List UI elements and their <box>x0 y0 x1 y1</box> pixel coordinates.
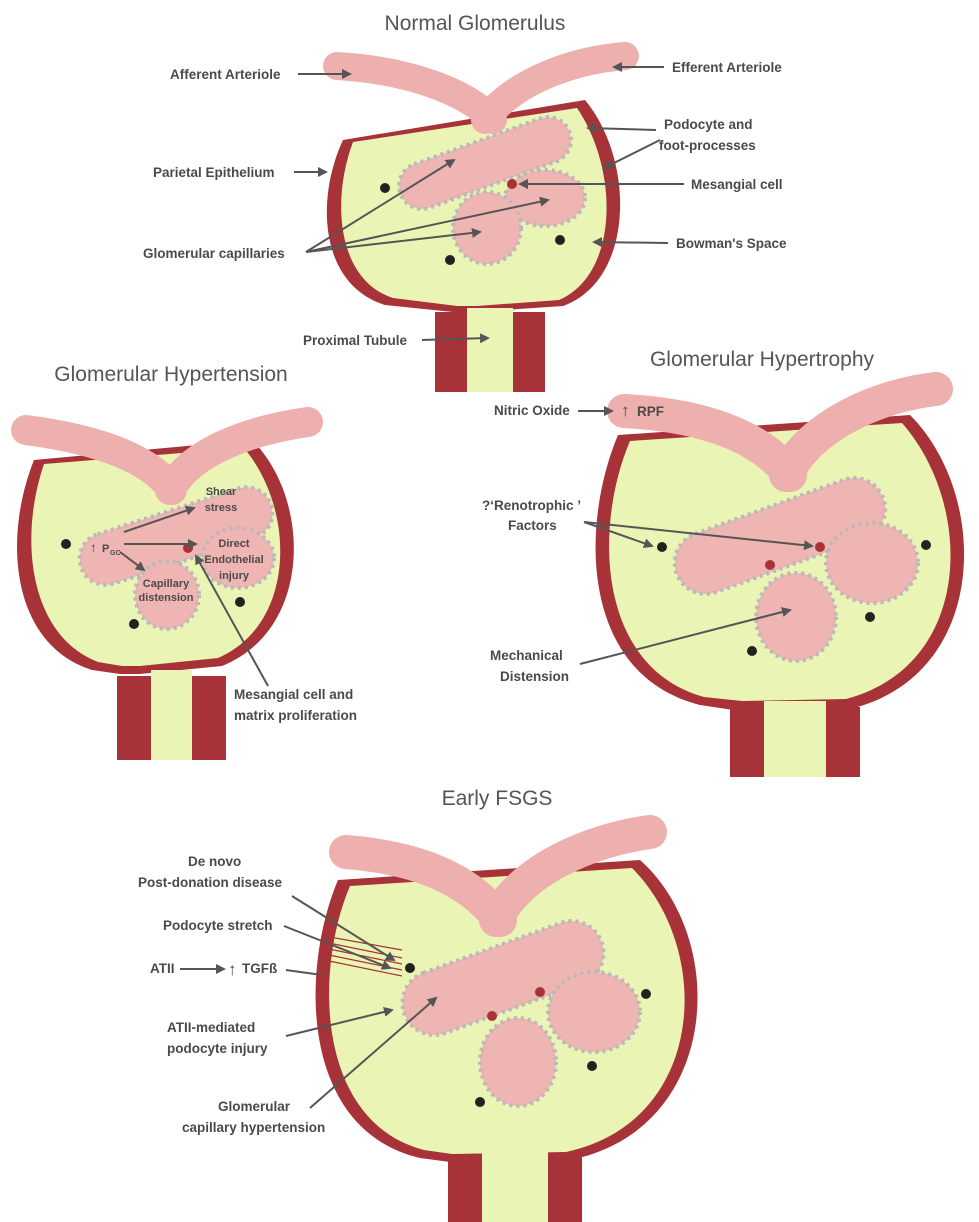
label-mesangial-prolif-1: Mesangial cell and <box>234 687 353 702</box>
panel-early-fsgs: Early FSGS De novo Post-donation disease… <box>138 787 698 1222</box>
label-atii: ATII <box>150 961 175 976</box>
label-podocyte-stretch: Podocyte stretch <box>163 918 273 933</box>
tubule-wall-left <box>435 312 467 392</box>
capillary-loop <box>453 192 521 264</box>
label-podocyte-2: foot-processes <box>659 138 756 153</box>
podocyte-nucleus <box>445 255 455 265</box>
label-atii-mediated-2: podocyte injury <box>167 1041 268 1056</box>
tubule-wall-right <box>548 1156 582 1222</box>
label-shear-1: Shear <box>206 486 237 498</box>
podocyte-nucleus <box>921 540 931 550</box>
podocyte-nucleus <box>405 963 415 973</box>
panel-normal-glomerulus: Normal Glomerulus Afferent Arteriole Eff… <box>143 12 787 392</box>
label-renotrophic-1: ?‘Renotrophic ’ <box>482 498 581 513</box>
glomerulus-fsgs <box>316 832 698 1222</box>
label-pgc-p: P <box>102 543 109 555</box>
podocyte-nucleus <box>129 619 139 629</box>
tubule-lumen <box>467 308 513 392</box>
panel-glomerular-hypertrophy: Glomerular Hypertrophy Nitric Oxide ↑ RP… <box>482 348 964 777</box>
label-direct-3: injury <box>219 570 250 582</box>
mesangial-cell <box>765 560 775 570</box>
panel-title-normal: Normal Glomerulus <box>385 12 566 35</box>
label-mesangial-cell: Mesangial cell <box>691 177 783 192</box>
capillary-loop <box>548 972 640 1052</box>
mesangial-cell <box>487 1011 497 1021</box>
label-bowmans-space: Bowman's Space <box>676 236 787 251</box>
tubule-wall-left <box>730 707 764 777</box>
tubule-lumen <box>482 1150 548 1222</box>
label-rpf: RPF <box>637 404 664 419</box>
label-mesangial-prolif-2: matrix proliferation <box>234 708 357 723</box>
podocyte-nucleus <box>475 1097 485 1107</box>
label-renotrophic-2: Factors <box>508 518 557 533</box>
label-afferent-arteriole: Afferent Arteriole <box>170 67 281 82</box>
podocyte-nucleus <box>61 539 71 549</box>
label-tgf: TGFß <box>242 961 277 976</box>
label-direct-1: Direct <box>218 538 250 550</box>
mesangial-cell <box>535 987 545 997</box>
mesangial-cell <box>815 542 825 552</box>
arrow-bowman <box>594 242 668 243</box>
tubule-lumen <box>151 670 192 760</box>
label-glomerular-capillaries: Glomerular capillaries <box>143 246 285 261</box>
tubule-wall-right <box>192 676 226 760</box>
label-pgc-sub: GC <box>110 550 121 557</box>
label-tgf-arrow: ↑ <box>228 960 237 979</box>
label-parietal-epithelium: Parietal Epithelium <box>153 165 275 180</box>
tubule-wall-right <box>826 707 860 777</box>
label-capillary-2: distension <box>138 592 193 604</box>
label-direct-2: Endothelial <box>204 554 263 566</box>
panel-title-fsgs: Early FSGS <box>442 787 553 810</box>
label-capillary-1: Capillary <box>143 578 190 590</box>
label-rpf-arrow: ↑ <box>621 401 630 420</box>
label-proximal-tubule: Proximal Tubule <box>303 333 408 348</box>
label-mechanical-2: Distension <box>500 669 569 684</box>
label-podocyte-1: Podocyte and <box>664 117 753 132</box>
tubule-wall-left <box>117 676 151 760</box>
label-atii-mediated-1: ATII-mediated <box>167 1020 255 1035</box>
podocyte-nucleus <box>555 235 565 245</box>
label-denovo-2: Post-donation disease <box>138 875 283 890</box>
podocyte-nucleus <box>380 183 390 193</box>
capillary-loop <box>480 1018 556 1106</box>
label-mechanical-1: Mechanical <box>490 648 563 663</box>
podocyte-nucleus <box>657 542 667 552</box>
label-nitric-oxide: Nitric Oxide <box>494 403 570 418</box>
afferent-arteriole <box>337 66 493 120</box>
panel-title-hypertrophy: Glomerular Hypertrophy <box>650 348 875 371</box>
label-efferent-arteriole: Efferent Arteriole <box>672 60 782 75</box>
tubule-lumen <box>764 701 826 777</box>
podocyte-nucleus <box>641 989 651 999</box>
capillary-loop <box>756 573 836 661</box>
capillary-loop <box>826 523 918 603</box>
podocyte-nucleus <box>587 1061 597 1071</box>
panel-title-hypertension: Glomerular Hypertension <box>54 363 287 386</box>
label-pgc-arrow: ↑ <box>90 540 97 555</box>
glomerulus-hypertrophy <box>596 389 964 777</box>
mesangial-cell <box>507 179 517 189</box>
podocyte-nucleus <box>235 597 245 607</box>
podocyte-nucleus <box>747 646 757 656</box>
panel-glomerular-hypertension: Glomerular Hypertension Shear stress ↑ P… <box>17 363 357 760</box>
label-glomerular-cap-1: Glomerular <box>218 1099 291 1114</box>
label-shear-2: stress <box>205 502 237 514</box>
podocyte-nucleus <box>865 612 875 622</box>
label-glomerular-cap-2: capillary hypertension <box>182 1120 325 1135</box>
label-denovo-1: De novo <box>188 854 241 869</box>
tubule-wall-left <box>448 1156 482 1222</box>
tubule-wall-right <box>513 312 545 392</box>
